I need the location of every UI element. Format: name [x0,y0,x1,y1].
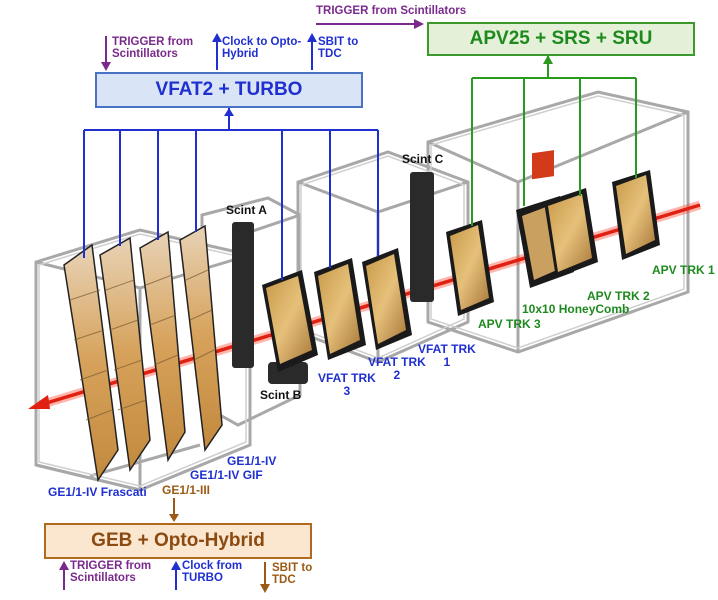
vfat-trk2-label: VFAT TRK 2 [368,355,426,382]
geb-opto-hybrid-box: GEB + Opto-Hybrid [44,523,312,559]
apv-up-arrow-icon [543,55,553,64]
ge11-frascati-label: GE1/1-IV Frascati [48,485,147,499]
apv-trigger-label: TRIGGER from Scintillators [316,5,467,17]
bottom-sbit-label: SBIT to TDC [272,562,313,587]
ge11-gif-label: GE1/1-IV GIF [190,468,263,482]
apv-readout-lines [471,56,637,226]
clock-from-turbo-label: Clock from TURBO [182,560,243,585]
scintillators [232,172,434,384]
clock-to-opto-label: Clock to Opto- Hybrid [222,36,302,61]
scint-b-label: Scint B [260,388,302,402]
vfat-trk1-label: VFAT TRK 1 [418,342,476,369]
scint-a-label: Scint A [226,203,267,217]
vfat-up-arrow-icon [224,108,234,116]
bottom-trigger-label: TRIGGER from Scintillators [70,560,152,585]
top-signal-arrows [101,19,424,71]
top-trigger-label: TRIGGER from Scintillators [112,36,194,61]
vfat-readout-lines [83,108,379,280]
beam-arrow-icon [28,395,50,409]
apv-trk3-label: APV TRK 3 [478,317,541,331]
scint-c-label: Scint C [402,152,444,166]
top-sbit-label: SBIT to TDC [318,36,359,61]
ge11-iii-label: GE1/1-III [162,483,211,497]
apv-trk2-label: APV TRK 2 [587,289,650,303]
ge11-detectors [63,224,223,483]
apv25-srs-sru-box: APV25 + SRS + SRU [427,22,695,56]
apv-trk1-label: APV TRK 1 [652,263,715,277]
vfat2-turbo-box: VFAT2 + TURBO [95,72,363,108]
vfat-trk3-label: VFAT TRK 3 [318,371,376,398]
honeycomb-label: 10x10 HoneyComb [522,302,630,316]
apv-trackers [446,150,660,316]
vfat-trackers [262,248,412,372]
bottom-signal-arrows [59,498,270,593]
ge11-iv-label: GE1/1-IV [227,454,277,468]
